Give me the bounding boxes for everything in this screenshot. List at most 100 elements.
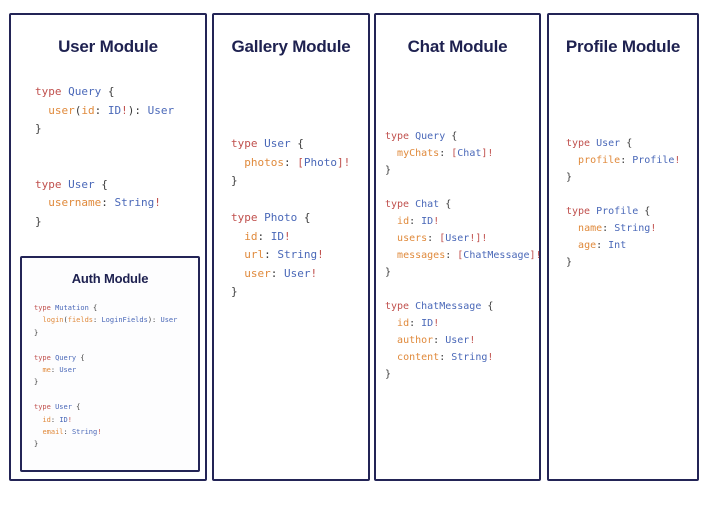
code-token-type: Query <box>415 131 446 142</box>
code-line: user: User! <box>231 265 350 284</box>
code-token-type: User <box>264 137 291 150</box>
code-line: id: ID! <box>231 228 350 247</box>
code-token-brk: [ <box>451 148 458 159</box>
module-panel-gallery[interactable]: Gallery Module type User { photos: [Phot… <box>212 13 370 481</box>
module-panel-user[interactable]: User Module type Query { user(id: ID!): … <box>9 13 207 481</box>
code-line: } <box>34 438 177 450</box>
code-token-kw: type <box>385 199 416 210</box>
code-token-field: messages <box>397 250 446 261</box>
code-token-bang: ! <box>481 233 488 244</box>
code-token-punc: ( <box>74 103 82 117</box>
code-line: user(id: ID!): User <box>35 102 174 121</box>
code-token-punc: : <box>270 266 284 280</box>
code-token-punc <box>231 156 244 169</box>
code-token-type: Profile <box>632 155 675 166</box>
code-token-field: name <box>578 223 603 234</box>
module-title-profile: Profile Module <box>565 37 681 56</box>
code-token-punc: } <box>385 369 392 380</box>
code-line: type User { <box>566 135 680 152</box>
code-token-field: login <box>42 316 64 325</box>
code-token-punc: } <box>35 122 42 135</box>
code-token-bang: ! <box>487 148 494 159</box>
code-line: type Photo { <box>231 209 350 228</box>
code-line: } <box>566 254 680 271</box>
code-token-bang: ! <box>650 223 657 234</box>
code-token-punc: : <box>257 229 271 243</box>
code-line: type User { <box>35 176 174 195</box>
code-token-type: User <box>147 103 175 117</box>
code-token-bang: ! <box>310 266 318 280</box>
code-token-kw: type <box>34 403 56 412</box>
code-line: me: User <box>34 364 177 376</box>
module-code-auth: type Mutation { login(fields: LoginField… <box>34 302 177 451</box>
code-token-punc <box>385 148 397 159</box>
code-line: author: User! <box>385 332 542 349</box>
code-token-type: Query <box>68 85 102 98</box>
code-token-punc: : <box>439 148 452 159</box>
code-token-bang: ! <box>433 216 440 227</box>
code-token-punc: : <box>63 428 72 437</box>
code-token-punc: : <box>427 233 440 244</box>
code-line: id: ID! <box>385 213 542 230</box>
code-token-type: String <box>71 428 98 437</box>
code-token-type: User <box>55 403 72 412</box>
code-line: } <box>231 283 350 302</box>
code-token-field: users <box>397 233 428 244</box>
code-token-kw: type <box>35 85 69 98</box>
code-token-bang: ! <box>67 415 72 424</box>
code-line: content: String! <box>385 349 542 366</box>
code-token-punc: } <box>566 172 573 183</box>
code-token-punc: { <box>297 211 311 224</box>
code-token-field: user <box>48 103 75 117</box>
code-token-type: ID <box>270 229 284 243</box>
code-token-punc: } <box>35 214 42 228</box>
code-line: type Profile { <box>566 203 680 220</box>
code-token-punc: : <box>134 103 148 117</box>
code-token-punc: : <box>409 318 422 329</box>
code-token-bang: ! <box>433 318 440 329</box>
module-panel-chat[interactable]: Chat Module type Query { myChats: [Chat]… <box>374 13 542 481</box>
code-token-kw: type <box>566 138 597 149</box>
module-title-user: User Module <box>58 37 158 56</box>
code-token-brk: [ <box>457 250 464 261</box>
code-token-field: user <box>244 266 271 280</box>
code-token-bang: ! <box>121 103 128 117</box>
code-token-type: User <box>59 366 77 375</box>
code-token-type: LoginFields <box>101 316 148 325</box>
code-token-brk: ] <box>481 148 488 159</box>
code-line: age: Int <box>566 237 680 254</box>
code-token-punc <box>566 155 578 166</box>
module-panel-auth[interactable]: Auth Module type Mutation { login(fields… <box>20 256 200 472</box>
code-token-field: age <box>578 240 597 251</box>
module-code-chat: type Query { myChats: [Chat]!} type Chat… <box>385 128 542 383</box>
code-token-type: ID <box>421 318 434 329</box>
code-line: type Query { <box>34 352 177 364</box>
code-token-punc <box>566 240 578 251</box>
code-token-type: Photo <box>303 155 337 169</box>
module-panel-profile[interactable]: Profile Module type User { profile: Prof… <box>547 13 699 481</box>
code-token-punc: } <box>385 165 392 176</box>
code-token-punc: { <box>481 301 494 312</box>
code-line: messages: [ChatMessage]! <box>385 247 542 264</box>
code-token-punc <box>385 216 397 227</box>
code-line: } <box>35 213 174 232</box>
code-token-punc: } <box>34 328 39 337</box>
code-token-kw: type <box>385 131 416 142</box>
code-token-punc <box>231 248 244 261</box>
code-line: name: String! <box>566 220 680 237</box>
code-token-punc: { <box>88 304 98 312</box>
code-token-punc: { <box>620 138 633 149</box>
module-code-gallery: type User { photos: [Photo]!} type Photo… <box>231 135 350 302</box>
code-token-type: User <box>284 266 311 280</box>
code-token-punc: { <box>76 353 85 362</box>
code-line: email: String! <box>34 426 177 438</box>
code-token-punc: : <box>445 250 458 261</box>
code-token-punc <box>35 104 48 117</box>
code-token-punc <box>385 335 397 346</box>
code-token-punc: : <box>284 155 298 169</box>
code-token-punc: : <box>409 216 422 227</box>
code-line: myChats: [Chat]! <box>385 145 542 162</box>
code-token-type: Profile <box>596 206 639 217</box>
code-token-punc <box>385 318 397 329</box>
code-line: id: ID! <box>385 315 542 332</box>
